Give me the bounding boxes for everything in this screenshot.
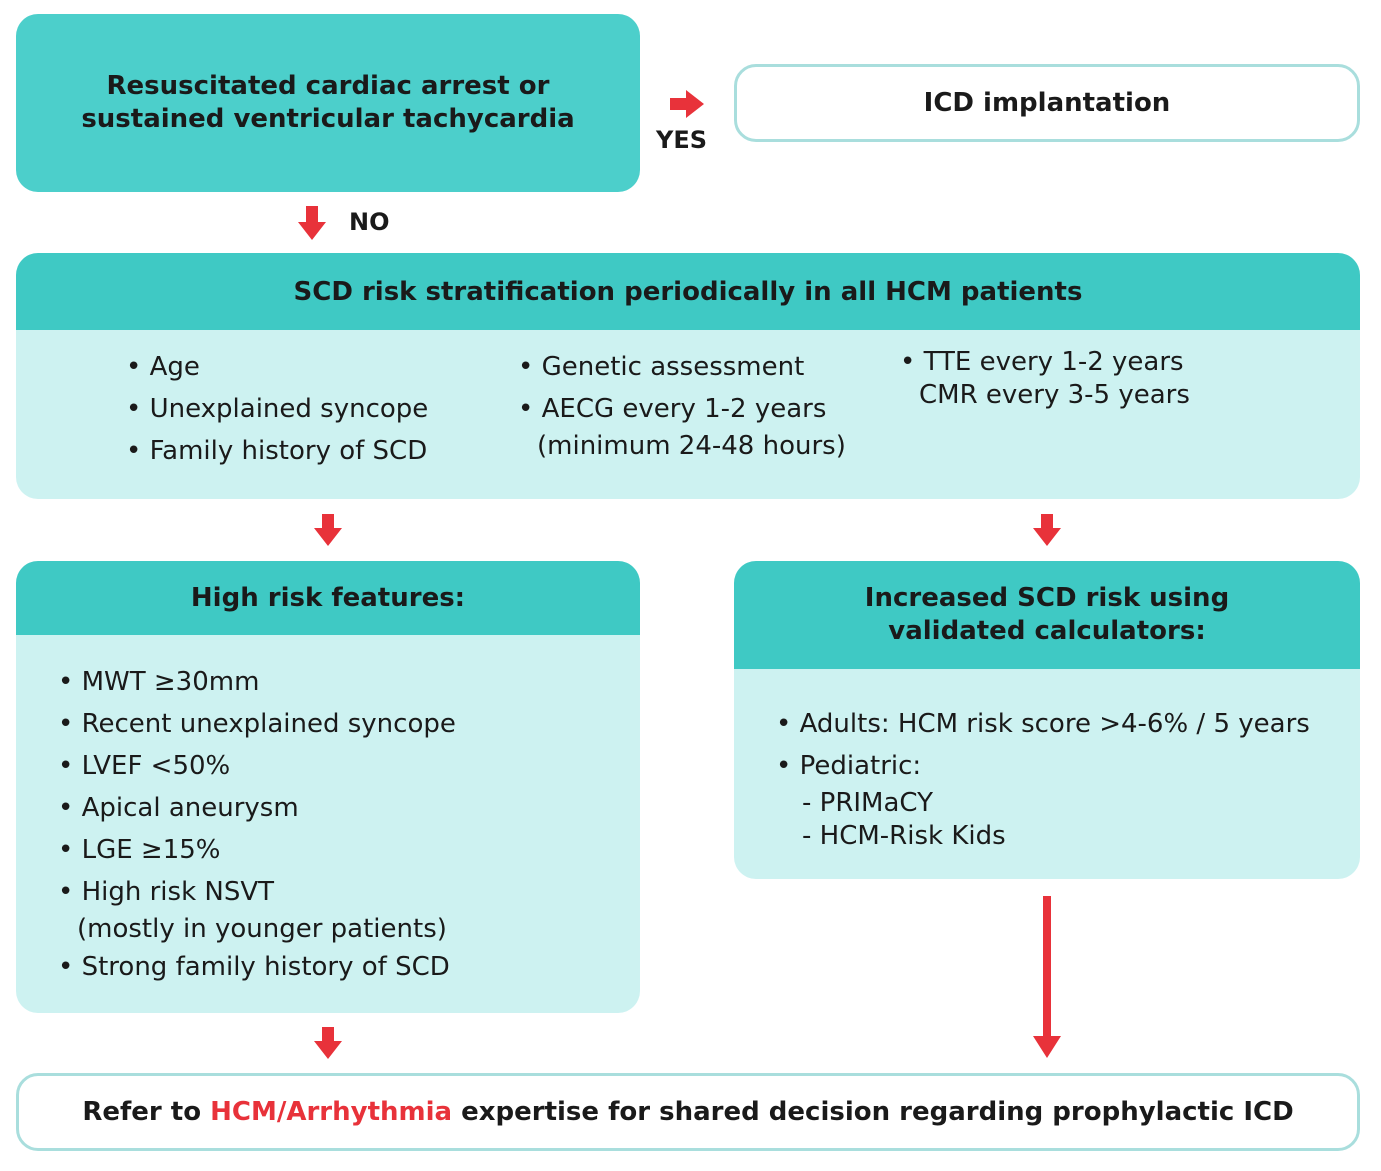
high-risk-list: • MWT ≥30mm • Recent unexplained syncope… — [58, 661, 456, 988]
down-arrow-icon — [314, 1027, 342, 1059]
risk-stratification-body: • Age • Unexplained syncope • Family his… — [16, 330, 1360, 499]
list-item: • Pediatric: — [776, 751, 922, 781]
list-subitem: - PRIMaCY — [802, 788, 934, 818]
referral-box: Refer to HCM/Arrhythmia expertise for sh… — [16, 1073, 1360, 1151]
list-item: • AECG every 1-2 years — [518, 394, 827, 424]
list-item-note: CMR every 3-5 years — [919, 380, 1190, 410]
high-risk-features-header: High risk features: — [16, 561, 640, 635]
list-item-note: (mostly in younger patients) — [77, 914, 447, 944]
list-item: • LVEF <50% — [58, 751, 231, 781]
high-risk-features-body: • MWT ≥30mm • Recent unexplained syncope… — [16, 635, 640, 1013]
long-down-arrow-icon — [1033, 896, 1061, 1058]
high-risk-features-box: High risk features: • MWT ≥30mm • Recent… — [16, 561, 640, 1013]
risk-stratification-title: SCD risk stratification periodically in … — [293, 276, 1083, 307]
list-item: • Adults: HCM risk score >4-6% / 5 years — [776, 709, 1310, 739]
strat-col1-list: • Age • Unexplained syncope • Family his… — [126, 346, 428, 472]
list-item-note: (minimum 24-48 hours) — [537, 431, 846, 461]
down-arrow-icon — [1033, 514, 1061, 546]
down-arrow-icon — [314, 514, 342, 546]
risk-calculators-header: Increased SCD risk using validated calcu… — [734, 561, 1360, 669]
list-item: • Strong family history of SCD — [58, 952, 450, 982]
list-item: • High risk NSVT — [58, 877, 275, 907]
list-item: • Family history of SCD — [126, 436, 428, 466]
yes-label: YES — [656, 126, 708, 154]
calculators-list: • Adults: HCM risk score >4-6% / 5 years… — [776, 703, 1310, 853]
referral-prefix: Refer to — [82, 1097, 211, 1127]
list-item: • Unexplained syncope — [126, 394, 429, 424]
risk-stratification-box: SCD risk stratification periodically in … — [16, 253, 1360, 499]
icd-implantation-text: ICD implantation — [923, 88, 1171, 118]
list-item: • TTE every 1-2 years — [900, 347, 1184, 377]
referral-suffix: expertise for shared decision regarding … — [452, 1097, 1294, 1127]
right-arrow-icon — [670, 90, 704, 118]
risk-calculators-title: Increased SCD risk using validated calcu… — [864, 583, 1230, 646]
strat-col3-list: • TTE every 1-2 years CMR every 3-5 year… — [900, 346, 1190, 412]
list-item: • Age — [126, 352, 200, 382]
referral-highlight: HCM/Arrhythmia — [210, 1097, 453, 1127]
list-item: • Genetic assessment — [518, 352, 805, 382]
down-arrow-icon — [298, 206, 326, 240]
list-item: • LGE ≥15% — [58, 835, 221, 865]
risk-calculators-body: • Adults: HCM risk score >4-6% / 5 years… — [734, 669, 1360, 879]
cardiac-arrest-text: Resuscitated cardiac arrest or sustained… — [81, 71, 575, 134]
cardiac-arrest-box: Resuscitated cardiac arrest or sustained… — [16, 14, 640, 192]
risk-stratification-header: SCD risk stratification periodically in … — [16, 253, 1360, 330]
list-item: • Apical aneurysm — [58, 793, 299, 823]
no-label: NO — [349, 208, 390, 236]
risk-calculators-box: Increased SCD risk using validated calcu… — [734, 561, 1360, 879]
list-item: • Recent unexplained syncope — [58, 709, 456, 739]
list-subitem: - HCM-Risk Kids — [802, 821, 1006, 851]
icd-implantation-box: ICD implantation — [734, 64, 1360, 142]
high-risk-features-title: High risk features: — [190, 583, 466, 613]
strat-col2-list: • Genetic assessment • AECG every 1-2 ye… — [518, 346, 846, 463]
list-item: • MWT ≥30mm — [58, 667, 260, 697]
